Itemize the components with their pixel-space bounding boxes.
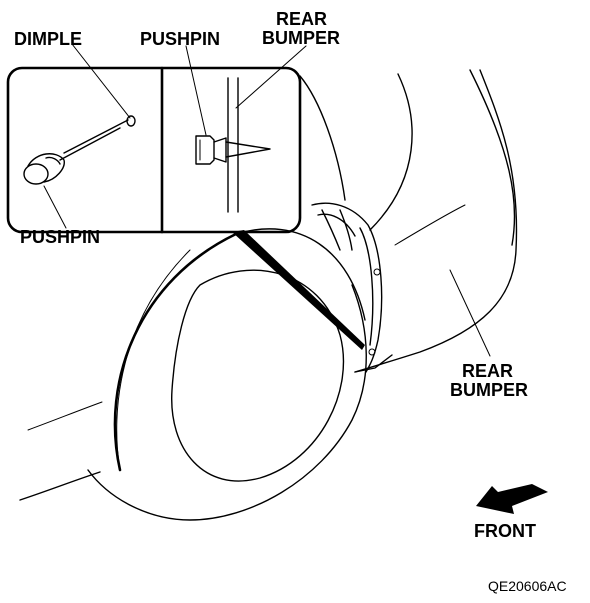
label-leaders <box>43 43 491 357</box>
front-arrow-icon <box>476 484 548 514</box>
label-rear-bumper-top-1: REAR <box>276 9 328 29</box>
figure-code: QE20606AC <box>488 578 567 594</box>
label-rear-bumper-right-2: BUMPER <box>450 380 529 400</box>
label-rear-bumper-top-2: BUMPER <box>262 28 341 48</box>
label-dimple: DIMPLE <box>14 29 83 49</box>
label-rear-bumper-right-1: REAR <box>462 361 514 381</box>
pushpin-bumper-detail <box>195 77 271 213</box>
pushpin-dimple-detail <box>23 115 136 185</box>
splash-shield <box>311 202 383 373</box>
vehicle-body <box>19 69 518 501</box>
label-pushpin-top: PUSHPIN <box>140 29 221 49</box>
label-pushpin-bottom: PUSHPIN <box>20 227 101 247</box>
wheel <box>87 228 367 521</box>
detail-leader-wedge <box>232 230 365 350</box>
detail-inset-box <box>6 66 302 234</box>
label-front: FRONT <box>474 521 536 541</box>
